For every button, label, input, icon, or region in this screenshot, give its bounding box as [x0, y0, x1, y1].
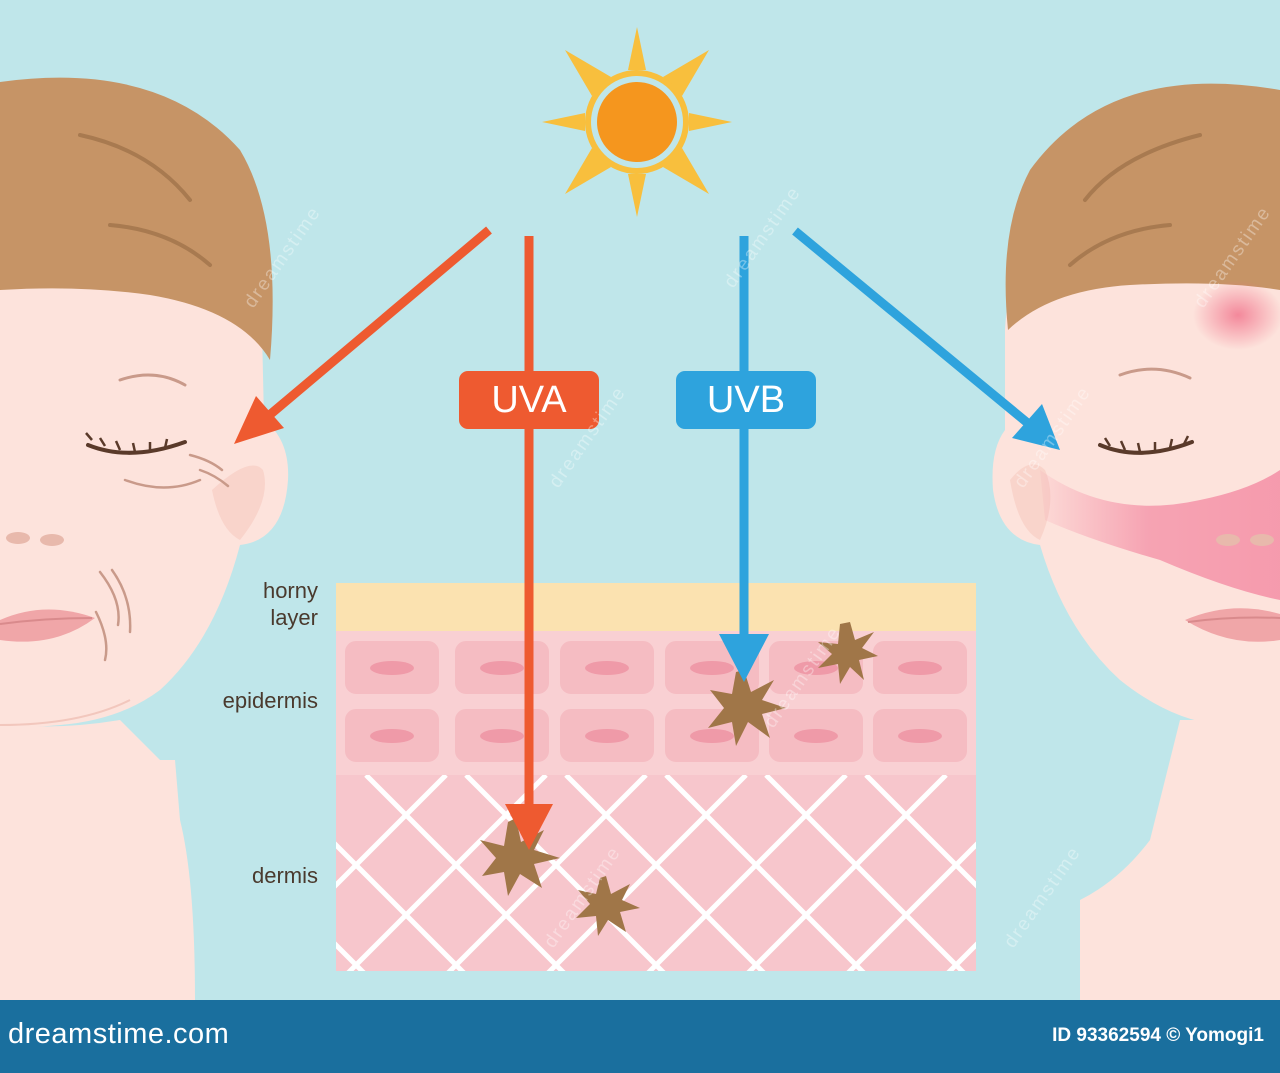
uvb-label: UVB: [676, 371, 816, 429]
right-face-sunburned: [992, 83, 1280, 1000]
footer-logo-text[interactable]: dreamstime.com: [8, 1018, 230, 1050]
left-face-wrinkled: [0, 77, 289, 1000]
footer-bar: dreamstime.com ID 93362594 © Yomogi1: [0, 1000, 1280, 1073]
damage-star-icon: [480, 818, 560, 896]
epidermis-label: epidermis: [222, 688, 318, 713]
dermis-layer: [336, 775, 976, 975]
damage-star-icon: [818, 622, 878, 684]
uv-skin-diagram: [0, 27, 1280, 1000]
horny-layer: [336, 583, 976, 631]
damage-markers: [480, 622, 878, 936]
dermis-label: dermis: [251, 863, 318, 888]
horny-layer-label: horny layer: [262, 578, 318, 630]
damage-star-icon: [708, 670, 786, 746]
uvb-rays: [719, 227, 1060, 682]
footer-credit-text: ID 93362594 © Yomogi1: [1052, 1025, 1264, 1046]
uva-label: UVA: [459, 371, 599, 429]
uva-rays: [234, 226, 553, 850]
sun-icon: [542, 27, 732, 217]
skin-cross-section: [336, 583, 976, 1000]
damage-star-icon: [576, 876, 640, 936]
